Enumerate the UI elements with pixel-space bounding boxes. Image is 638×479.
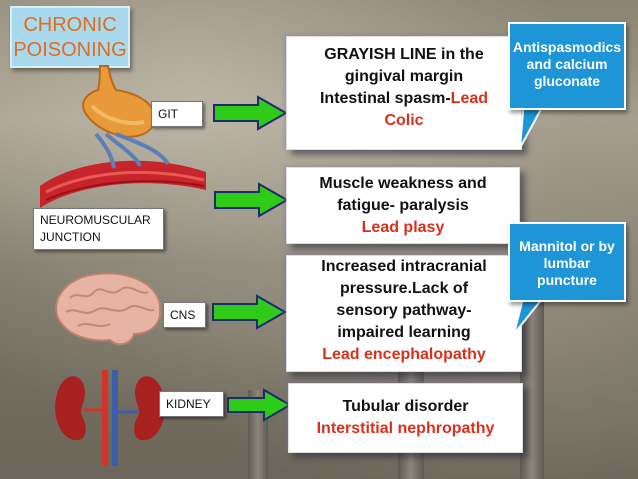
git-effects-line-2: gingival margin bbox=[344, 68, 464, 85]
cns-effects-line-3: sensory pathway- bbox=[336, 302, 472, 319]
arrow-right-icon bbox=[212, 294, 287, 330]
label-kidney-text: KIDNEY bbox=[166, 397, 211, 411]
label-neuromuscular-junction: NEUROMUSCULAR JUNCTION bbox=[33, 208, 164, 250]
nmj-effects-line-2: fatigue- paralysis bbox=[337, 197, 469, 214]
git-effects-line-1: GRAYISH LINE in the bbox=[324, 46, 484, 63]
label-cns: CNS bbox=[163, 302, 206, 328]
label-git-text: GIT bbox=[158, 107, 178, 121]
treatment-callout-mid: Mannitol or by lumbar puncture bbox=[508, 222, 626, 302]
callout-mid-line-3: puncture bbox=[537, 272, 597, 288]
brain-icon bbox=[55, 272, 162, 346]
callout-mid-line-2: lumbar bbox=[543, 255, 591, 271]
nmj-effects-box: Muscle weakness and fatigue- paralysis L… bbox=[286, 167, 520, 244]
kidney-effects-line-1: Tubular disorder bbox=[342, 398, 469, 415]
callout-top-line-1: Antispasmodics bbox=[512, 39, 622, 55]
cns-effects-line-2: pressure.Lack of bbox=[339, 280, 469, 297]
muscle-nerve-icon bbox=[40, 132, 206, 208]
callout-tail-mid bbox=[513, 294, 548, 335]
title-line-1: CHRONIC bbox=[23, 14, 117, 36]
callout-tail-top bbox=[519, 100, 548, 149]
callout-top-line-3: gluconate bbox=[533, 73, 601, 89]
nmj-effects-line-1: Muscle weakness and bbox=[319, 175, 487, 192]
git-effects-lead-text: Lead bbox=[450, 90, 489, 107]
label-kidney: KIDNEY bbox=[159, 391, 224, 417]
arrow-right-icon bbox=[213, 95, 288, 131]
arrow-right-icon bbox=[227, 388, 292, 422]
git-effects-box: GRAYISH LINE in the gingival margin Inte… bbox=[286, 36, 522, 150]
git-effects-line-4: Colic bbox=[384, 112, 424, 129]
label-nmj-line-1: NEUROMUSCULAR bbox=[40, 213, 151, 227]
kidney-effects-box: Tubular disorder Interstitial nephropath… bbox=[288, 383, 523, 453]
git-effects-line-3-text: Intestinal spasm- bbox=[319, 90, 451, 107]
cns-effects-box: Increased intracranial pressure.Lack of … bbox=[286, 255, 522, 372]
slide-title: CHRONIC POISONING bbox=[10, 6, 130, 68]
callout-top-line-2: and calcium bbox=[526, 56, 608, 72]
git-effects-line-3: Intestinal spasm-Lead bbox=[287, 88, 521, 110]
kidney-effects-line-2: Interstitial nephropathy bbox=[316, 420, 495, 437]
label-cns-text: CNS bbox=[170, 308, 196, 322]
background-chimney bbox=[520, 300, 544, 479]
label-nmj-line-2: JUNCTION bbox=[40, 230, 101, 244]
cns-effects-line-5: Lead encephalopathy bbox=[322, 346, 486, 363]
cns-effects-line-4: impaired learning bbox=[337, 324, 471, 341]
callout-mid-line-1: Mannitol or by bbox=[519, 238, 615, 254]
treatment-callout-top: Antispasmodics and calcium gluconate bbox=[508, 22, 626, 110]
label-git: GIT bbox=[151, 101, 203, 127]
title-line-2: POISONING bbox=[13, 39, 127, 61]
nmj-effects-line-3: Lead plasy bbox=[361, 219, 445, 236]
arrow-right-icon bbox=[214, 182, 289, 218]
cns-effects-line-1: Increased intracranial bbox=[321, 258, 487, 275]
kidney-icon bbox=[55, 370, 165, 466]
